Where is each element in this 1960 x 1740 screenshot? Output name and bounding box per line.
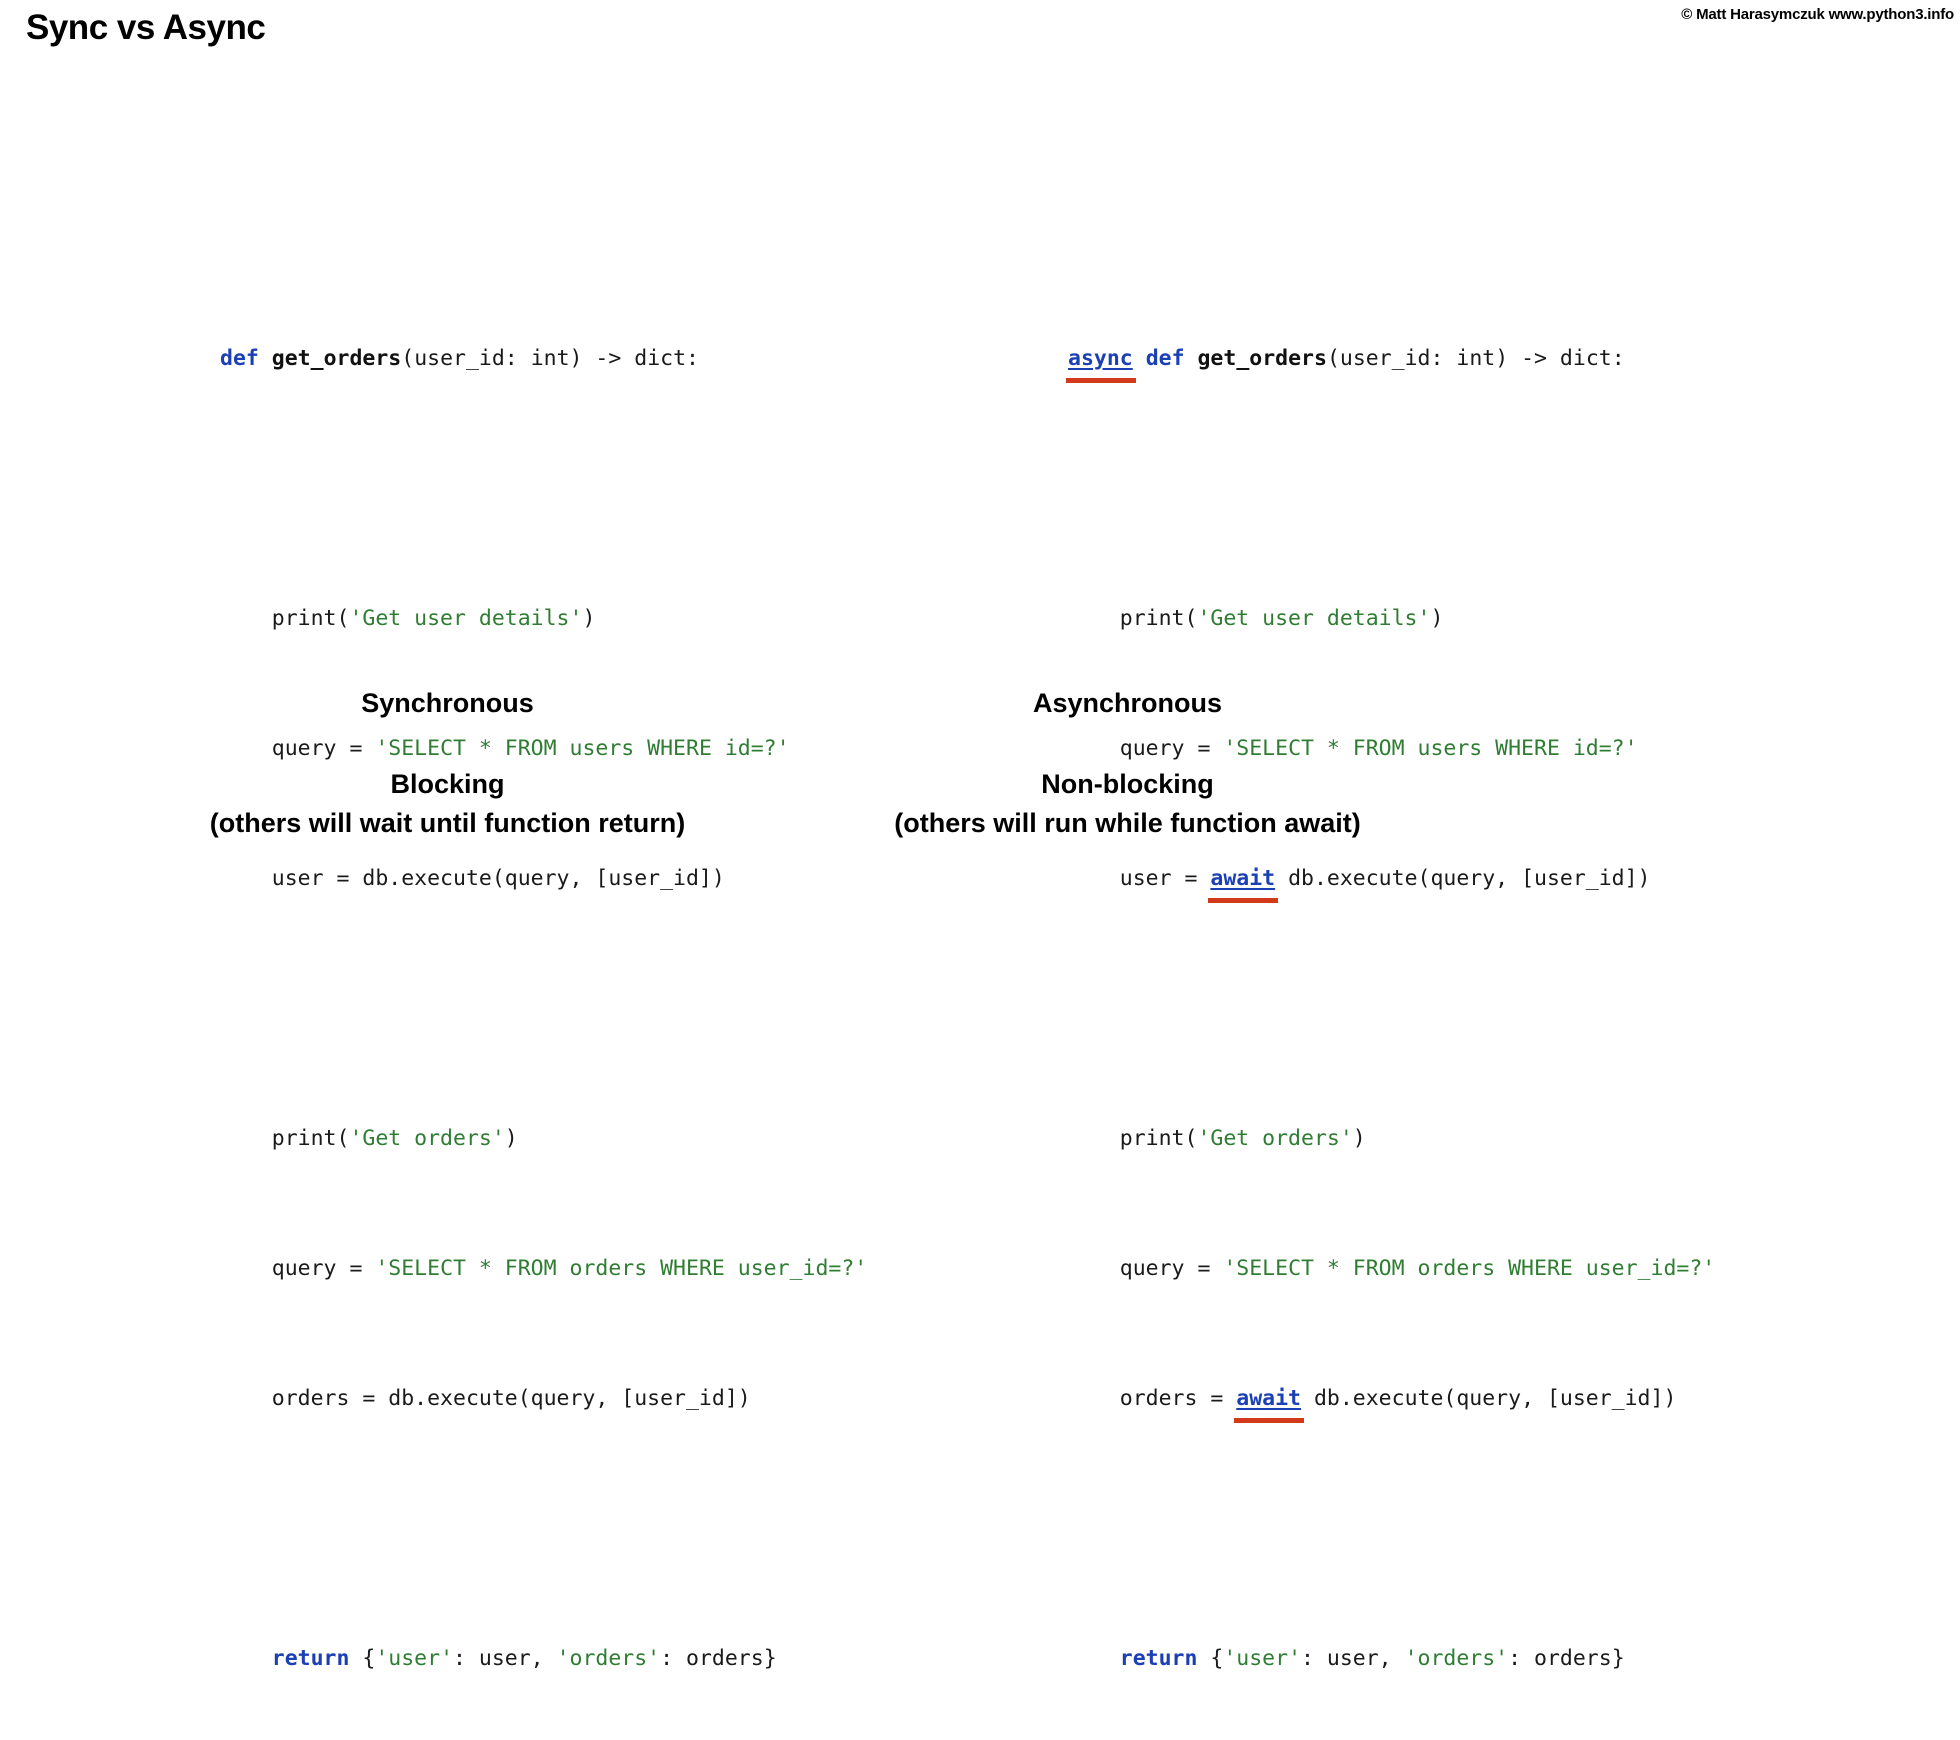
- paren-close: ): [504, 1125, 518, 1151]
- caption-asynchronous: Asynchronous Non-blocking (others will r…: [860, 686, 1395, 843]
- code-line-query-users: query = 'SELECT * FROM users WHERE id=?': [220, 733, 867, 766]
- assign-orders: orders =: [1068, 1385, 1237, 1411]
- dict-open: {: [349, 1645, 376, 1671]
- paren-close: ): [1352, 1125, 1366, 1151]
- dict-close: : orders}: [1508, 1645, 1625, 1671]
- code-line-query-orders: query = 'SELECT * FROM orders WHERE user…: [220, 1253, 867, 1286]
- caption-spacer: [180, 720, 715, 765]
- string-literal: 'SELECT * FROM users WHERE id=?': [1223, 735, 1638, 761]
- paren-close: ): [1430, 605, 1444, 631]
- caption-synchronous: Synchronous Blocking (others will wait u…: [180, 686, 715, 843]
- space: [259, 346, 272, 371]
- dict-sep: : user,: [453, 1645, 557, 1671]
- dict-key-orders: 'orders': [1404, 1645, 1509, 1671]
- keyword-return: return: [271, 1645, 350, 1671]
- call-print: print(: [1068, 1125, 1198, 1151]
- code-line-blank: [220, 473, 867, 506]
- dict-key-orders: 'orders': [556, 1645, 661, 1671]
- string-literal: 'SELECT * FROM orders WHERE user_id=?': [1223, 1255, 1716, 1281]
- code-line-blank: [220, 1513, 867, 1546]
- caption-mode-async: Non-blocking: [1041, 769, 1214, 799]
- code-line-query-orders: query = 'SELECT * FROM orders WHERE user…: [1068, 1253, 1715, 1286]
- code-line-print-orders: print('Get orders'): [1068, 1123, 1715, 1156]
- assign-user: user = db.execute(query, [user_id]): [220, 865, 725, 891]
- paren-close: ): [582, 605, 596, 631]
- indent: [220, 1646, 272, 1671]
- function-signature: (user_id: int) -> dict:: [401, 345, 699, 371]
- code-line-async-def: async def get_orders(user_id: int) -> di…: [1066, 343, 1715, 383]
- keyword-def: def: [220, 345, 259, 371]
- code-line-user-await-execute: user = await db.execute(query, [user_id]…: [1068, 863, 1715, 903]
- code-block-asynchronous: async def get_orders(user_id: int) -> di…: [1066, 245, 1715, 1740]
- caption-note-async: (others will run while function await): [894, 808, 1361, 838]
- call-db-execute: db.execute(query, [user_id]): [1301, 1385, 1677, 1411]
- dict-key-user: 'user': [375, 1645, 454, 1671]
- space: [1185, 346, 1198, 371]
- string-literal: 'SELECT * FROM orders WHERE user_id=?': [375, 1255, 868, 1281]
- page-title: Sync vs Async: [26, 8, 266, 47]
- function-signature: (user_id: int) -> dict:: [1326, 345, 1625, 371]
- keyword-await-highlighted: await: [1208, 863, 1278, 903]
- string-literal: 'SELECT * FROM users WHERE id=?': [375, 735, 790, 761]
- keyword-await-highlighted: await: [1234, 1383, 1304, 1423]
- indent: [1068, 1646, 1120, 1671]
- code-line-orders-await-execute: orders = await db.execute(query, [user_i…: [1068, 1383, 1715, 1423]
- caption-heading-sync: Synchronous: [361, 688, 534, 718]
- code-block-synchronous: def get_orders(user_id: int) -> dict: pr…: [220, 245, 867, 1740]
- space: [1133, 346, 1146, 371]
- function-name: get_orders: [1197, 345, 1327, 371]
- string-literal: 'Get user details': [349, 605, 583, 631]
- caption-mode-sync: Blocking: [390, 769, 505, 799]
- caption-heading-async: Asynchronous: [1032, 688, 1223, 718]
- string-literal: 'Get orders': [349, 1125, 505, 1151]
- code-line-blank: [1068, 993, 1715, 1026]
- code-line-blank: [1068, 473, 1715, 506]
- assign-orders: orders = db.execute(query, [user_id]): [220, 1385, 751, 1411]
- copyright-notice: © Matt Harasymczuk www.python3.info: [1681, 6, 1954, 23]
- assign-query: query =: [1068, 735, 1224, 761]
- code-line-user-execute: user = db.execute(query, [user_id]): [220, 863, 867, 896]
- dict-close: : orders}: [660, 1645, 777, 1671]
- string-literal: 'Get user details': [1197, 605, 1431, 631]
- call-print: print(: [220, 1125, 350, 1151]
- code-line-orders-execute: orders = db.execute(query, [user_id]): [220, 1383, 867, 1416]
- code-line-print-user: print('Get user details'): [220, 603, 867, 636]
- code-line-query-users: query = 'SELECT * FROM users WHERE id=?': [1068, 733, 1715, 766]
- code-line-print-user: print('Get user details'): [1068, 603, 1715, 636]
- keyword-def: def: [1145, 345, 1185, 371]
- keyword-return: return: [1119, 1645, 1198, 1671]
- dict-sep: : user,: [1301, 1645, 1405, 1671]
- code-line-return: return {'user': user, 'orders': orders}: [1068, 1643, 1715, 1676]
- code-line-blank: [1068, 1513, 1715, 1546]
- dict-open: {: [1197, 1645, 1224, 1671]
- code-line-blank: [220, 993, 867, 1026]
- assign-user: user =: [1068, 865, 1211, 891]
- call-db-execute: db.execute(query, [user_id]): [1275, 865, 1651, 891]
- function-name: get_orders: [271, 345, 402, 371]
- code-line-print-orders: print('Get orders'): [220, 1123, 867, 1156]
- call-print: print(: [1068, 605, 1198, 631]
- string-literal: 'Get orders': [1197, 1125, 1353, 1151]
- caption-spacer: [860, 720, 1395, 765]
- caption-note-sync: (others will wait until function return): [209, 808, 686, 838]
- code-line-return: return {'user': user, 'orders': orders}: [220, 1643, 867, 1676]
- dict-key-user: 'user': [1223, 1645, 1302, 1671]
- code-line-def: def get_orders(user_id: int) -> dict:: [220, 343, 867, 376]
- assign-query: query =: [1068, 1255, 1224, 1281]
- keyword-async-highlighted: async: [1066, 343, 1136, 383]
- call-print: print(: [220, 605, 350, 631]
- assign-query: query =: [220, 1255, 376, 1281]
- assign-query: query =: [220, 735, 376, 761]
